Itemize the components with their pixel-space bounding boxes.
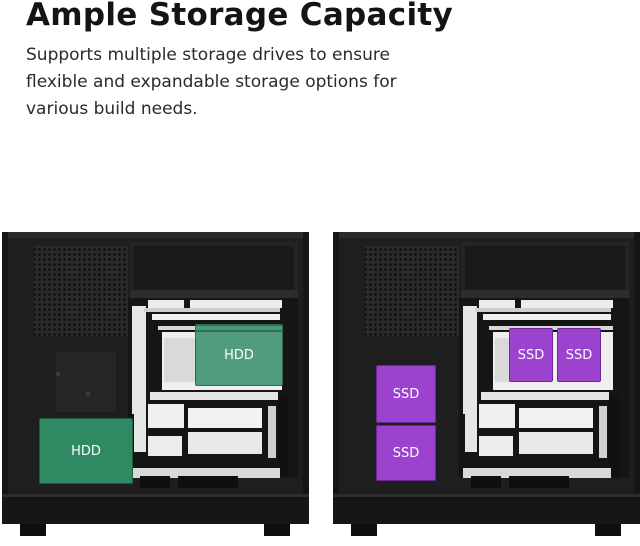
ssd-drive: SSD [376, 365, 436, 423]
hdd-label: HDD [71, 443, 101, 459]
case-illustration-hdd: HDD HDD [2, 232, 309, 540]
case-illustration-ssd: SSD SSD SSD SSD [333, 232, 640, 540]
ssd-drive: SSD [509, 328, 553, 382]
page-description: Supports multiple storage drives to ensu… [26, 45, 397, 119]
ssd-label: SSD [517, 347, 545, 363]
page-title: Ample Storage Capacity [26, 0, 453, 33]
pc-case-image [2, 232, 309, 536]
hdd-drive: HDD [39, 418, 133, 484]
ssd-drive: SSD [376, 425, 436, 481]
hdd-label: HDD [224, 347, 254, 363]
hdd-drive: HDD [195, 324, 283, 386]
ssd-label: SSD [392, 445, 420, 461]
ssd-label: SSD [565, 347, 593, 363]
ssd-drive: SSD [557, 328, 601, 382]
ssd-label: SSD [392, 386, 420, 402]
